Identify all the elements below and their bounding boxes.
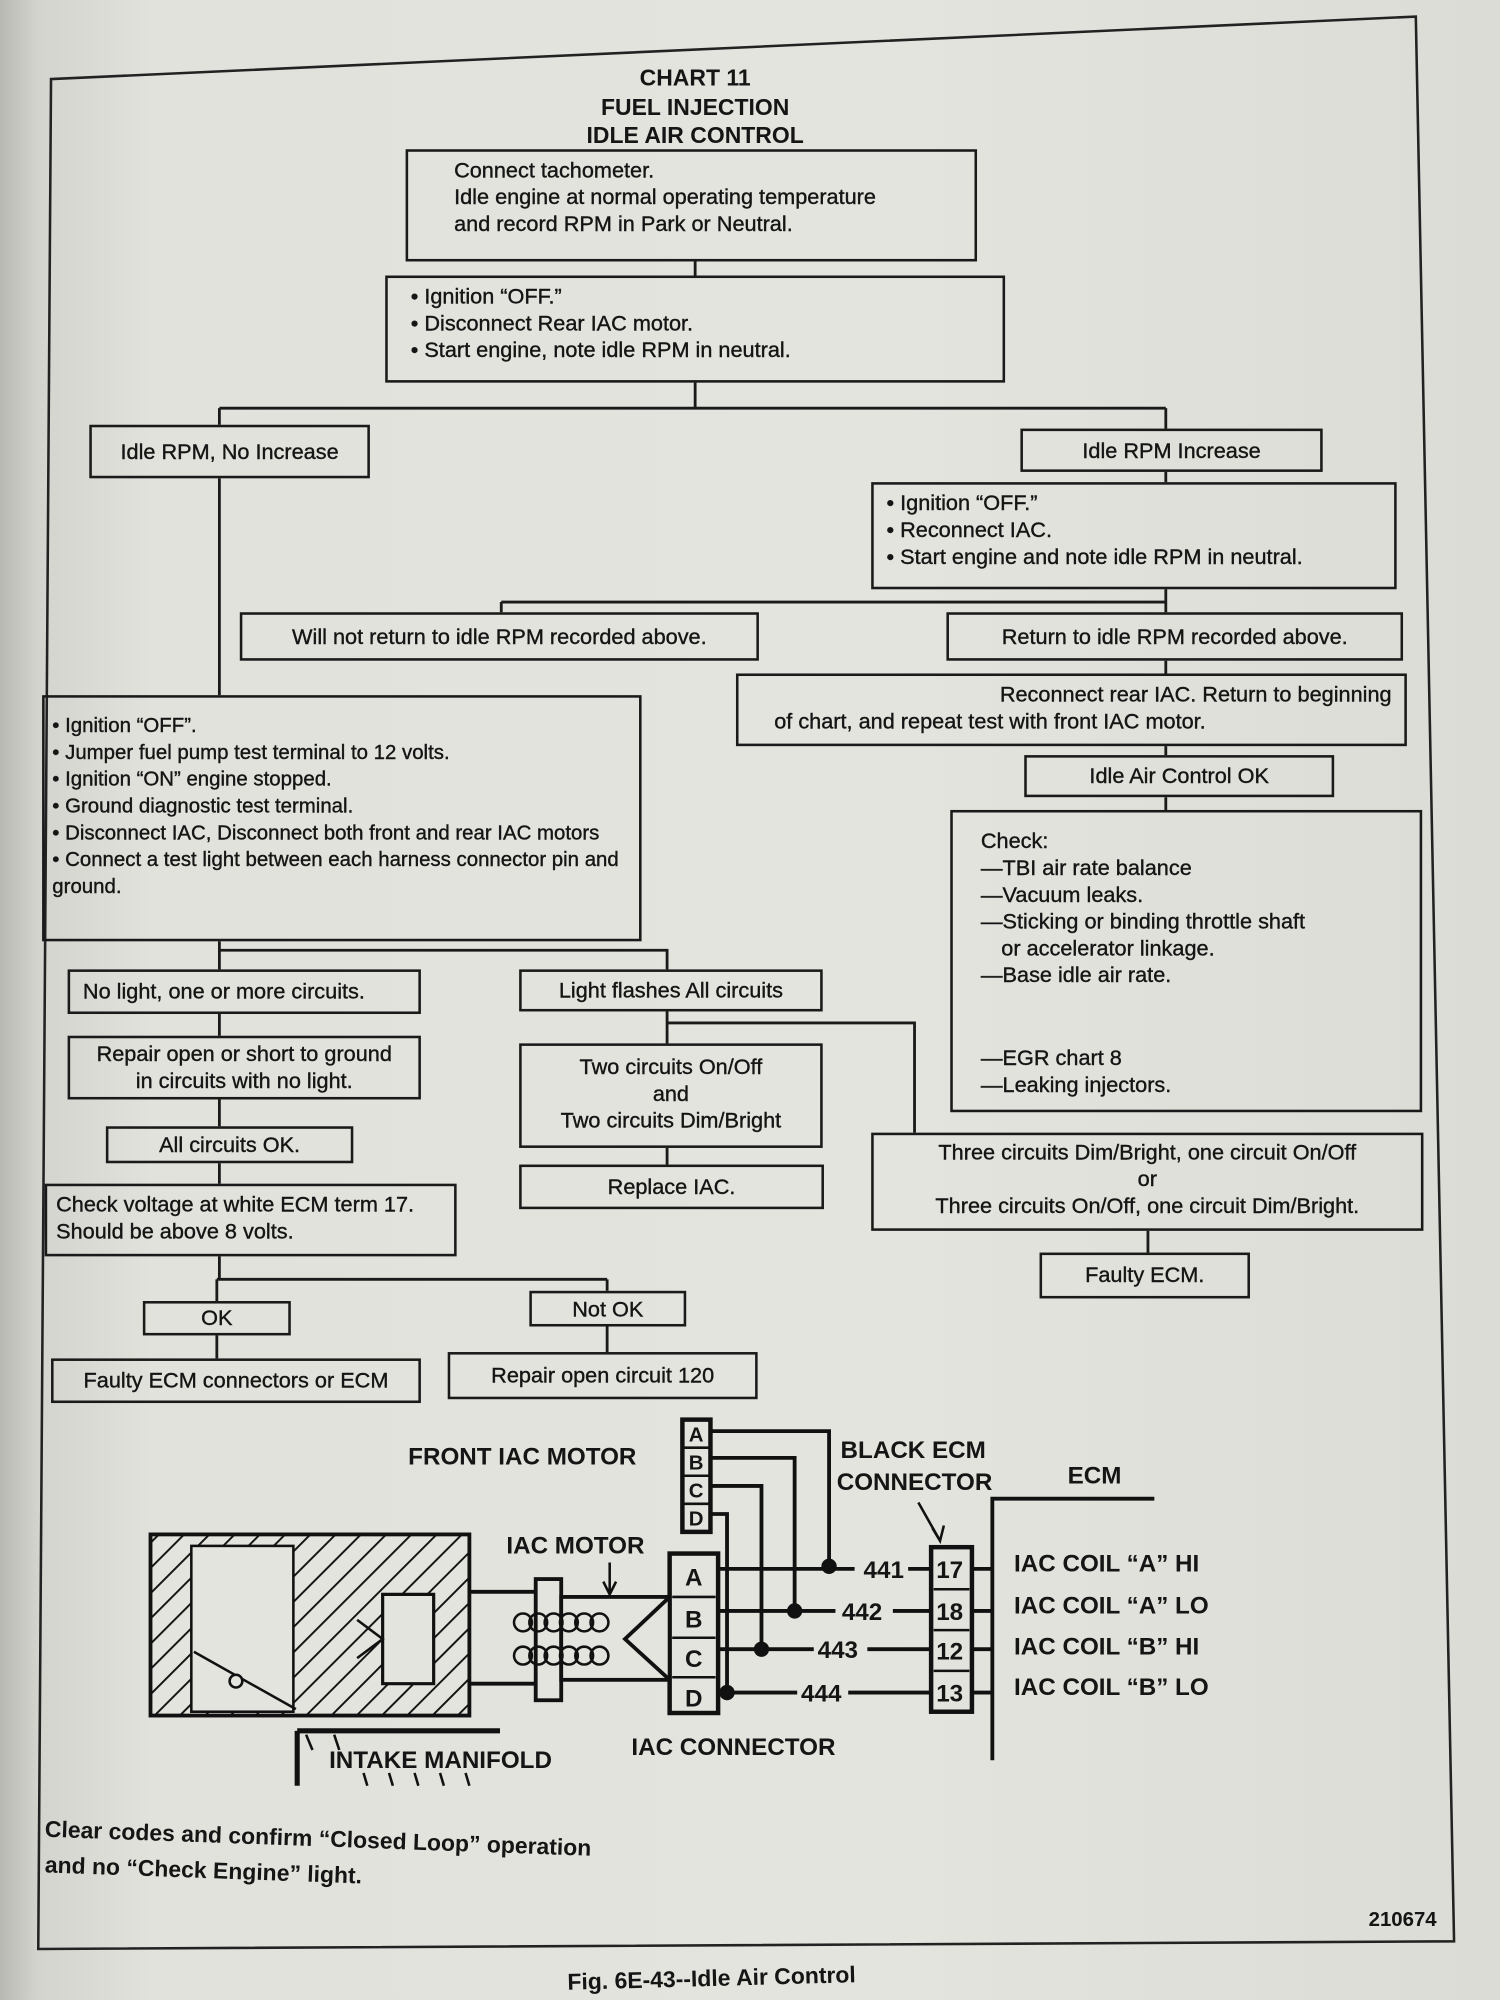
idle-air-control-ok: Idle Air Control OK: [1024, 755, 1335, 798]
check-item: —TBI air rate balance: [980, 855, 1192, 881]
step-text: Three circuits On/Off, one circuit Dim/B…: [935, 1193, 1360, 1219]
three-circuits: Three circuits Dim/Bright, one circuit O…: [871, 1132, 1424, 1231]
chart-title-2: IDLE AIR CONTROL: [586, 122, 804, 148]
check-voltage: Check voltage at white ECM term 17. Shou…: [44, 1183, 457, 1257]
bullet-item: Connect a test light between each harnes…: [52, 847, 626, 901]
coil-b-lo: IAC COIL “B” LO: [1014, 1674, 1209, 1701]
front-pin-a: A: [689, 1424, 704, 1446]
two-circuits: Two circuits On/Off and Two circuits Dim…: [519, 1043, 823, 1148]
step-text: Two circuits On/Off: [579, 1054, 763, 1080]
black-ecm-label-1: BLACK ECM: [841, 1437, 986, 1464]
bullet-item: Start engine and note idle RPM in neutra…: [886, 543, 1381, 570]
coil-a-lo: IAC COIL “A” LO: [1014, 1593, 1209, 1620]
footer-note-2: and no “Check Engine” light.: [44, 1851, 362, 1888]
bullet-item: Ignition “OFF.”: [411, 283, 990, 310]
replace-iac: Replace IAC.: [519, 1164, 824, 1210]
iac-pin-a: A: [685, 1564, 702, 1591]
wiring-diagram: [148, 1417, 1155, 1787]
bullet-item: Reconnect IAC.: [886, 517, 1381, 544]
intake-manifold-label: INTAKE MANIFOLD: [329, 1747, 552, 1774]
result-not-ok: Not OK: [529, 1290, 687, 1327]
step-text: and: [652, 1081, 690, 1106]
idle-rpm-increase: Idle RPM Increase: [1020, 428, 1323, 472]
step-text: of chart, and repeat test with front IAC…: [774, 709, 1206, 734]
front-pin-c: C: [689, 1480, 704, 1502]
front-iac-motor-label: FRONT IAC MOTOR: [408, 1443, 636, 1470]
check-item: —Sticking or binding throttle shaft: [980, 909, 1306, 934]
front-pin-b: B: [689, 1452, 704, 1474]
return-to-idle: Return to idle RPM recorded above.: [946, 612, 1404, 661]
terminal-18: 18: [936, 1599, 963, 1626]
iac-pin-d: D: [685, 1686, 702, 1713]
idle-rpm-no-increase: Idle RPM, No Increase: [89, 424, 370, 479]
circuit-441: 441: [864, 1557, 904, 1584]
front-pin-d: D: [689, 1508, 704, 1530]
step-text: Two circuits Dim/Bright: [560, 1108, 782, 1133]
step-connect-tachometer: Connect tachometer. Idle engine at norma…: [405, 149, 978, 262]
step-text: Reconnect rear IAC. Return to beginning: [999, 682, 1392, 707]
step-reconnect-iac: Ignition “OFF.”Reconnect IAC.Start engin…: [871, 482, 1397, 590]
iac-pin-c: C: [685, 1646, 702, 1673]
chart-number: CHART 11: [639, 65, 751, 91]
faulty-ecm: Faulty ECM.: [1039, 1252, 1250, 1299]
coil-a-hi: IAC COIL “A” HI: [1014, 1550, 1199, 1577]
reconnect-rear-iac: Reconnect rear IAC. Return to beginning …: [735, 673, 1407, 747]
terminal-13: 13: [936, 1681, 963, 1708]
check-item: —EGR chart 8: [980, 1045, 1122, 1071]
black-ecm-label-2: CONNECTOR: [837, 1469, 993, 1496]
step-text: or: [1137, 1167, 1157, 1192]
bullet-item: Ignition “ON” engine stopped.: [52, 767, 626, 794]
test-light-steps: Ignition “OFF”. Jumper fuel pump test te…: [42, 695, 642, 942]
circuit-444: 444: [801, 1681, 842, 1708]
terminal-12: 12: [936, 1638, 963, 1665]
figure-caption: Fig. 6E-43--Idle Air Control: [567, 1961, 856, 1995]
light-flashes-all: Light flashes All circuits: [519, 969, 823, 1012]
check-title: Check:: [980, 829, 1049, 854]
figure-code: 210674: [1369, 1909, 1438, 1931]
bullet-item: Ground diagnostic test terminal.: [52, 793, 626, 820]
step-text: Check voltage at white ECM term 17.: [56, 1192, 415, 1217]
step-text: Should be above 8 volts.: [56, 1219, 294, 1244]
bullet-item: Ignition “OFF”.: [52, 713, 626, 740]
check-item: or accelerator linkage.: [1001, 936, 1215, 961]
junction-dots: [719, 1558, 837, 1701]
coil-b-hi: IAC COIL “B” HI: [1014, 1633, 1199, 1660]
iac-connector-label: IAC CONNECTOR: [631, 1734, 835, 1761]
bullet-item: Jumper fuel pump test terminal to 12 vol…: [52, 740, 626, 767]
bullet-item: Ignition “OFF.”: [886, 490, 1381, 517]
no-light-circuits: No light, one or more circuits.: [67, 969, 421, 1015]
all-circuits-ok: All circuits OK.: [105, 1126, 354, 1164]
step-disconnect-rear-iac: Ignition “OFF.”Disconnect Rear IAC motor…: [385, 275, 1006, 383]
check-item: —Vacuum leaks.: [980, 882, 1144, 907]
step-text: in circuits with no light.: [135, 1068, 353, 1094]
step-text: Idle engine at normal operating temperat…: [454, 184, 876, 210]
iac-motor-label: IAC MOTOR: [506, 1533, 644, 1560]
terminal-17: 17: [936, 1557, 963, 1584]
step-text: Repair open or short to ground: [96, 1042, 392, 1067]
step-text: Connect tachometer.: [454, 158, 655, 183]
check-list: Check: —TBI air rate balance —Vacuum lea…: [950, 809, 1423, 1113]
ecm-label: ECM: [1068, 1462, 1122, 1489]
step-text: Three circuits Dim/Bright, one circuit O…: [938, 1140, 1357, 1165]
repair-open-short: Repair open or short to ground in circui…: [67, 1035, 421, 1100]
bullet-item: Start engine, note idle RPM in neutral.: [411, 337, 990, 364]
check-item: —Leaking injectors.: [980, 1072, 1172, 1098]
iac-pin-b: B: [685, 1607, 702, 1634]
will-not-return: Will not return to idle RPM recorded abo…: [239, 612, 759, 661]
check-item: —Base idle air rate.: [980, 963, 1172, 988]
step-text: and record RPM in Park or Neutral.: [454, 211, 793, 237]
faulty-ecm-connectors: Faulty ECM connectors or ECM: [51, 1358, 421, 1404]
repair-open-circuit-120: Repair open circuit 120: [447, 1352, 758, 1400]
result-ok: OK: [142, 1301, 291, 1336]
bullet-item: Disconnect Rear IAC motor.: [411, 310, 990, 337]
bullet-item: Disconnect IAC, Disconnect both front an…: [52, 820, 626, 847]
circuit-443: 443: [818, 1637, 858, 1664]
circuit-442: 442: [842, 1599, 882, 1626]
chart-title-1: FUEL INJECTION: [600, 94, 790, 120]
page-border: [36, 15, 1456, 1951]
